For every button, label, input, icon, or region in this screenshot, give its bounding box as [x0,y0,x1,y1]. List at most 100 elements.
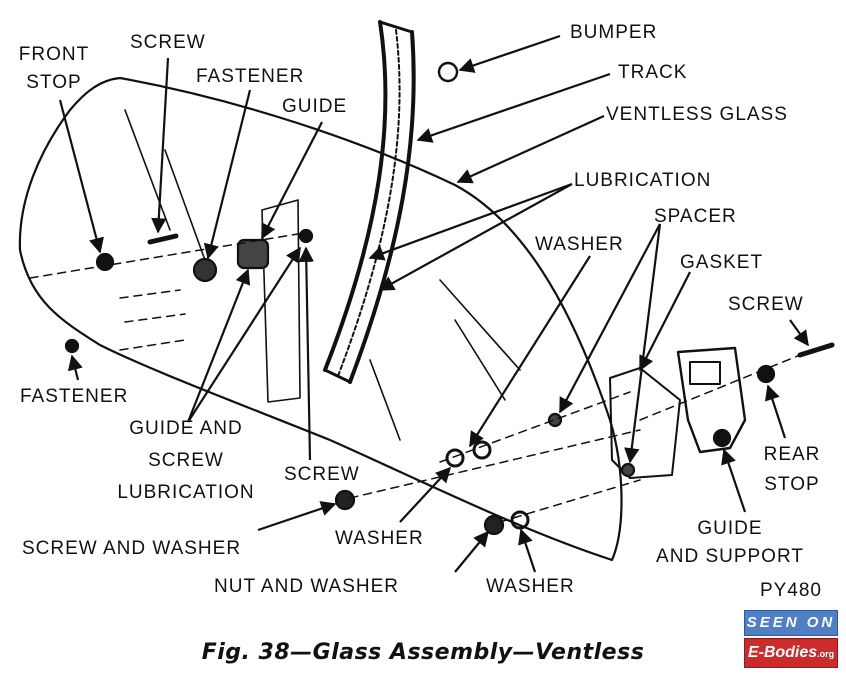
label-fastener-left: FASTENER [20,386,129,407]
glass-reflection [124,109,171,231]
label-ventless-glass: VENTLESS GLASS [606,104,788,125]
glass-reflection [454,319,506,401]
glass-reflection [369,359,401,441]
figure-code: PY480 [759,580,822,601]
label-fastener-top: FASTENER [196,66,305,87]
glass-reflection [164,149,206,261]
label-bumper: BUMPER [570,22,658,43]
label-guide-support-line2: AND SUPPORT [656,546,804,567]
axis-line [29,231,311,279]
leader-washer-mid [399,466,452,523]
axis-line [119,289,181,299]
label-guide-support-line1: GUIDE [697,518,763,539]
axis-line [124,313,186,323]
label-gasket: GASKET [680,252,764,273]
track-inner [348,30,416,384]
label-guide-top: GUIDE [282,96,348,117]
guide-screw-icon [298,228,314,244]
leader-nut-and-washer [454,530,489,573]
watermark-logo: SEEN ON E-Bodies.org [744,610,838,668]
axis-line [349,429,641,499]
label-washer-mid: WASHER [335,528,424,549]
label-screw-right: SCREW [728,294,804,315]
glass-reflection [439,279,521,371]
leader-washer-top [469,255,591,448]
track-center [337,29,401,377]
label-guide-screw-lubrication: GUIDE AND SCREW LUBRICATION [100,418,272,504]
front-stop-icon [95,252,115,272]
watermark-bottom: E-Bodies.org [744,638,838,668]
label-washer-bottom: WASHER [486,576,575,597]
guide-support-bolt-icon [712,428,732,448]
label-screw-center: SCREW [284,464,360,485]
leader-guide-top [261,121,323,240]
washer-icon [445,448,465,468]
leader-front-stop [58,99,104,254]
leader-lubrication-1 [368,182,573,261]
rear-stop-icon [756,364,776,384]
label-track: TRACK [618,62,688,83]
spacer-icon [547,412,563,428]
label-lubrication-left: LUBRICATION [117,482,255,503]
gasket-plate [609,367,681,479]
guide-icon [236,238,270,270]
axis-line [119,339,186,351]
fastener-left-icon [64,338,80,354]
fastener-icon [192,257,218,283]
spacer-icon [620,462,636,478]
leader-bumper [458,34,561,73]
leader-guide-screw-1 [186,268,251,423]
label-screw-and-washer: SCREW AND WASHER [22,538,242,559]
screw-right-icon [797,342,835,358]
label-spacer: SPACER [654,206,737,227]
screw-icon [147,233,179,245]
ventless-glass-outline [18,76,623,562]
leader-spacer-2 [624,223,662,464]
leader-fastener-left [67,354,83,381]
screw-and-washer-icon [334,489,356,511]
watermark-top: SEEN ON [744,610,838,636]
leader-lubrication-2 [378,183,573,291]
leader-spacer-1 [559,223,661,414]
leader-screw-right [789,319,809,347]
leader-screw-and-washer [257,501,337,532]
label-rear-stop-line1: REAR [763,444,821,465]
leader-screw-center [298,246,314,461]
axis-line [639,354,801,421]
label-front-stop-line1: FRONT [18,44,90,65]
label-rear-stop: REAR STOP [752,444,832,496]
label-nut-and-washer: NUT AND WASHER [214,576,400,597]
label-washer-top: WASHER [535,234,624,255]
track-top [378,20,414,34]
watermark-suffix: .org [817,649,835,659]
leader-guide-screw-2 [187,246,301,423]
leader-fastener-top [203,89,252,260]
figure-caption: Fig. 38—Glass Assembly—Ventless [201,640,645,665]
label-screw-top: SCREW [130,32,206,53]
support-bracket [676,346,747,454]
leader-screw-top [151,57,170,234]
label-guide-screw-line2: SCREW [148,450,224,471]
label-guide-screw-line1: GUIDE AND [129,418,243,439]
track-outer [323,20,388,372]
label-front-stop-line2: STOP [26,72,82,93]
watermark-bottom-text: E-Bodies [747,644,818,661]
bumper-icon [437,61,459,83]
leader-washer-bottom [518,528,537,573]
label-front-stop: FRONT STOP [12,44,96,94]
leader-rear-stop [764,384,787,439]
axis-line [439,391,631,463]
leader-track [416,72,611,143]
leader-ventless-glass [456,114,605,184]
axis-line [499,479,641,523]
track-bottom [323,368,352,384]
label-lubrication-top: LUBRICATION [574,170,712,191]
label-rear-stop-line2: STOP [764,474,820,495]
washer-icon [510,510,530,530]
leader-gasket [639,271,691,372]
guide-plate [261,199,301,403]
label-guide-support: GUIDE AND SUPPORT [630,518,830,568]
washer-icon [472,440,492,460]
